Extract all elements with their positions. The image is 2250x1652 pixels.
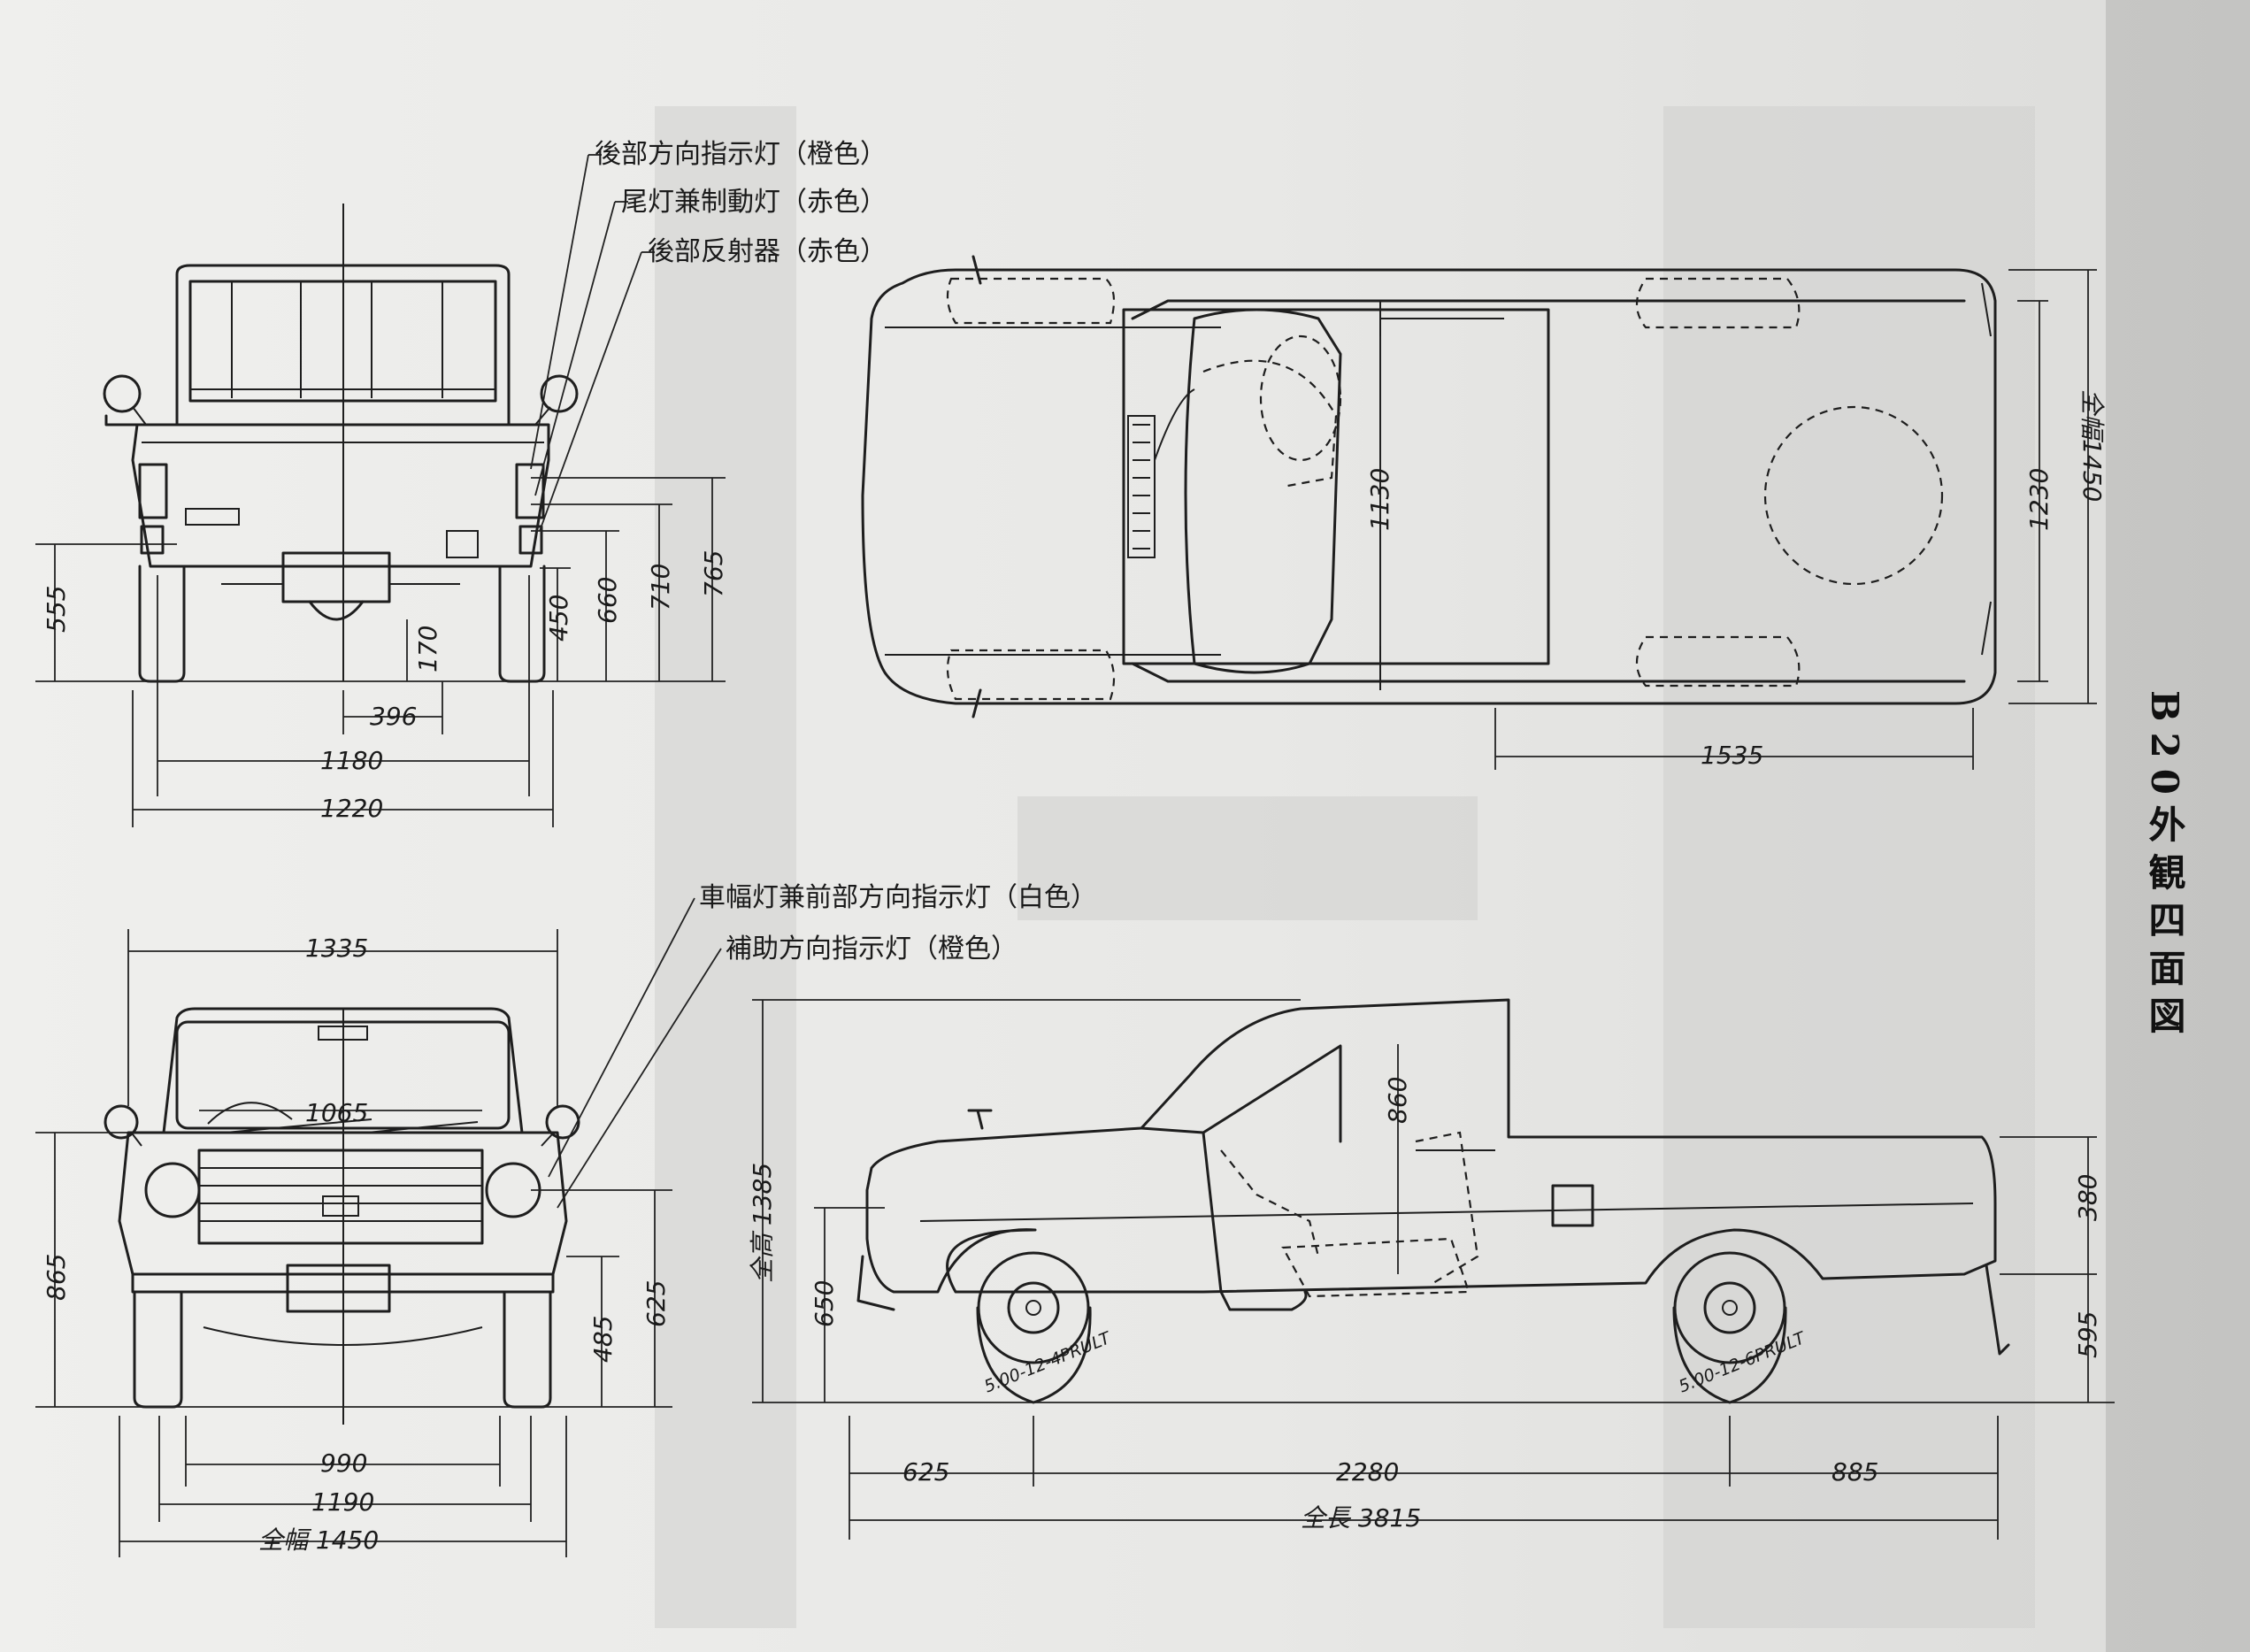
dim-side-2280: 2280 <box>1336 1457 1400 1487</box>
sheet-title: B20外観四面図 <box>2143 690 2186 1044</box>
dim-side-650: 650 <box>810 1279 839 1327</box>
rear-view-dimensions <box>35 477 726 827</box>
dim-front-width: 全幅 1450 <box>258 1525 380 1555</box>
dim-side-885: 885 <box>1831 1457 1879 1487</box>
dim-side-380: 380 <box>2073 1173 2102 1221</box>
dim-top-1230: 1230 <box>2024 467 2054 531</box>
dim-top-width: 全幅1450 <box>2077 389 2107 503</box>
dim-front-485: 485 <box>588 1315 618 1363</box>
dim-rear-710: 710 <box>646 563 675 611</box>
dim-front-990: 990 <box>320 1448 368 1478</box>
front-view-drawing <box>104 1007 580 1425</box>
dim-rear-555: 555 <box>42 585 71 633</box>
dim-rear-1220: 1220 <box>320 794 384 823</box>
dim-top-1535: 1535 <box>1701 741 1764 770</box>
side-view-drawing <box>856 998 2010 1404</box>
side-view-dimensions <box>752 999 2115 1540</box>
dim-rear-170: 170 <box>413 625 442 672</box>
dim-rear-450: 450 <box>544 594 573 642</box>
title-suffix: 外観四面図 <box>2143 804 2186 1044</box>
paper-background <box>655 0 2250 1652</box>
dim-front-1190: 1190 <box>311 1487 375 1517</box>
top-view-dimensions <box>1379 269 2097 770</box>
dim-front-1335: 1335 <box>305 934 369 963</box>
callout-rear-reflector: 後部反射器（赤色） <box>648 236 887 267</box>
dim-front-625: 625 <box>641 1279 671 1327</box>
rear-callout-leaders <box>530 154 655 532</box>
dim-rear-765: 765 <box>699 549 728 597</box>
top-view-drawing <box>861 255 1997 718</box>
front-view-dimensions <box>35 929 672 1557</box>
dim-side-860: 860 <box>1383 1076 1412 1124</box>
callout-tail-brake-lamp: 尾灯兼制動灯（赤色） <box>621 187 887 218</box>
callout-auxiliary-turn-lamp: 補助方向指示灯（橙色） <box>726 934 1017 964</box>
callout-clearance-front-turn-lamp: 車幅灯兼前部方向指示灯（白色） <box>699 882 1097 913</box>
dim-rear-396: 396 <box>370 702 418 731</box>
dim-rear-1180: 1180 <box>320 746 384 775</box>
front-callout-leaders <box>548 897 722 1209</box>
dim-side-595: 595 <box>2073 1310 2102 1358</box>
dim-front-1065: 1065 <box>305 1098 369 1127</box>
title-model: B20 <box>2143 690 2186 805</box>
dim-side-625: 625 <box>902 1457 950 1487</box>
rear-view-drawing <box>103 204 579 683</box>
dim-side-length: 全長 3815 <box>1301 1503 1422 1533</box>
dim-top-1130: 1130 <box>1365 467 1394 531</box>
callout-rear-turn-signal: 後部方向指示灯（橙色） <box>595 139 887 170</box>
dim-side-height: 全高 1385 <box>748 1162 777 1283</box>
dim-rear-660: 660 <box>593 576 622 624</box>
dim-front-865: 865 <box>42 1253 71 1301</box>
